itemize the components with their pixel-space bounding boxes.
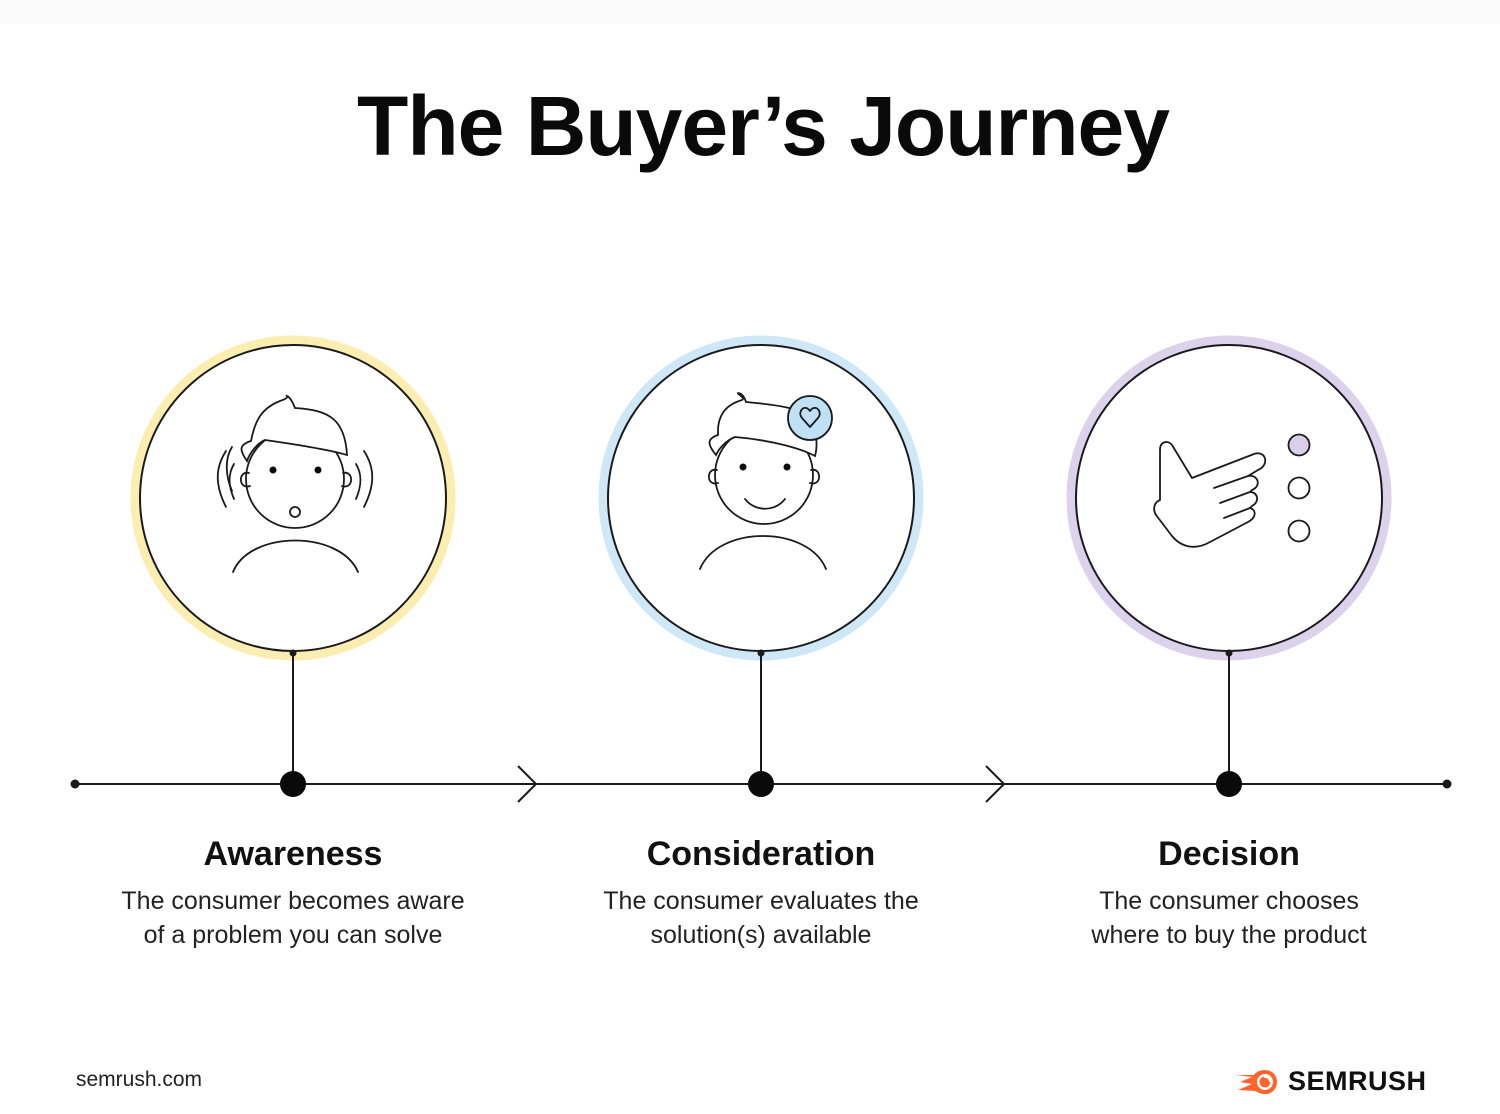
stage-title: Decision [1158, 835, 1300, 873]
stage-description: The consumer chooses where to buy the pr… [1009, 884, 1449, 952]
stage-description: The consumer becomes aware of a problem … [73, 884, 513, 952]
description-line: solution(s) available [650, 921, 872, 949]
arrow-icon [985, 765, 1006, 803]
description-line: where to buy the product [1091, 921, 1367, 949]
stage-decision-graphic [1066, 335, 1392, 797]
arrow-icon [517, 765, 538, 803]
description-line: The consumer becomes aware [121, 887, 465, 915]
stage-description: The consumer evaluates the solution(s) a… [541, 884, 981, 952]
semrush-fireball-icon [1236, 1069, 1277, 1094]
description-line: of a problem you can solve [143, 921, 443, 949]
stage-decision: Decision The consumer chooses where to b… [1009, 834, 1449, 952]
brand-logo: SEMRUSH [1234, 1066, 1427, 1097]
top-band [0, 0, 1500, 24]
page-title: The Buyer’s Journey [357, 79, 1170, 173]
description-line: The consumer chooses [1099, 887, 1359, 915]
option-dots-icon [1287, 433, 1311, 543]
stage-title: Consideration [646, 835, 876, 873]
heart-badge-icon [787, 395, 833, 441]
surprised-person-icon [216, 394, 374, 573]
stage-consideration: Consideration The consumer evaluates the… [541, 834, 981, 952]
stage-awareness: Awareness The consumer becomes aware of … [73, 834, 513, 952]
footer-url: semrush.com [76, 1068, 203, 1091]
description-line: The consumer evaluates the [603, 887, 919, 915]
stage-awareness-graphic [130, 335, 456, 797]
brand-name: SEMRUSH [1288, 1066, 1427, 1096]
stage-title: Awareness [203, 835, 383, 873]
stage-consideration-graphic [598, 335, 924, 797]
pointing-hand-options-icon [1153, 441, 1267, 548]
